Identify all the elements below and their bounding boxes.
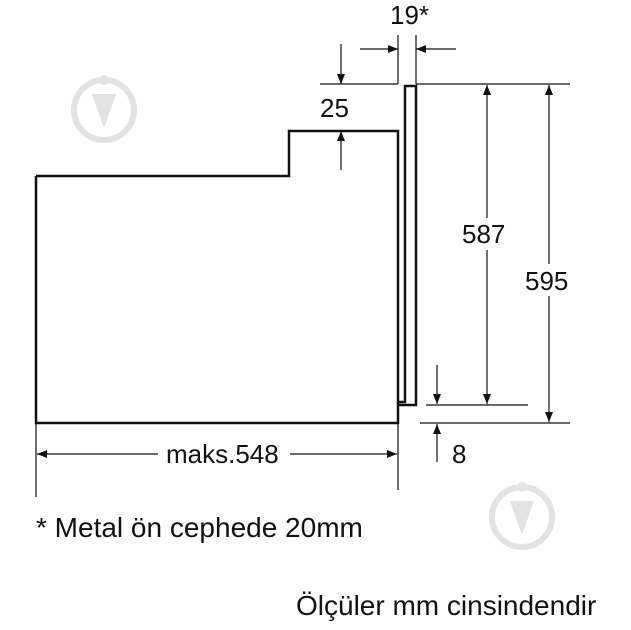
watermark-logo-icon [489,482,555,550]
dim-step-label: 25 [320,93,349,123]
dim-total-height-label: 595 [525,266,568,296]
footnote: * Metal ön cephede 20mm [36,512,363,543]
watermark-logo-icon [71,75,137,143]
dim-inner-height-label: 587 [462,219,505,249]
dim-top-gap-label: 19* [390,0,429,30]
dim-depth-label: maks.548 [166,439,279,469]
oven-body-outline [34,129,400,425]
dim-bottom-gap-label: 8 [452,439,466,469]
units-note: Ölçüler mm cinsindendir [296,590,597,621]
oven-front-panel [398,84,418,407]
